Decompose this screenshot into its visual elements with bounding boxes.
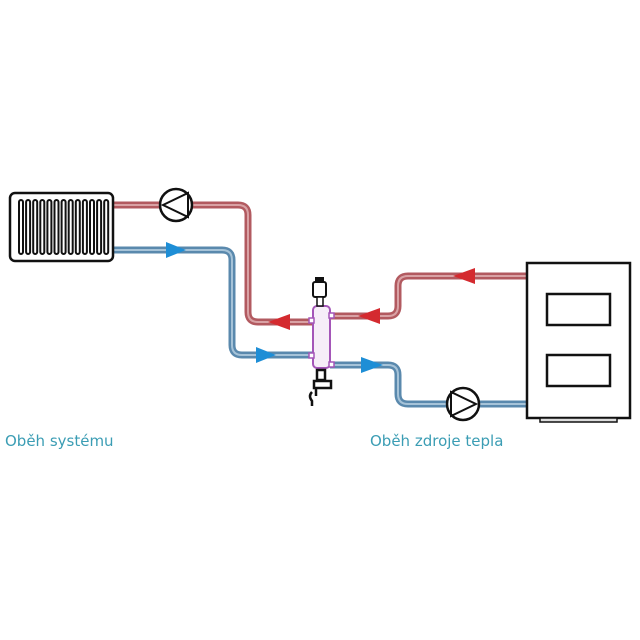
circulation-pump-icon — [445, 386, 481, 422]
drain-valve-icon — [308, 368, 333, 406]
radiator-fin — [53, 199, 60, 255]
radiator-fin — [67, 199, 74, 255]
air-vent-icon — [312, 277, 327, 307]
flow-arrow-right — [361, 357, 383, 373]
hydraulic-separator-icon — [308, 305, 335, 369]
hot-pipe-source — [330, 272, 527, 320]
radiator-icon — [8, 191, 115, 263]
boiler-icon — [525, 261, 632, 423]
radiator-fin — [103, 199, 110, 255]
cold-pipe-source-core — [330, 364, 527, 405]
hot-pipe-source-core — [330, 275, 527, 317]
cold-pipe-system — [113, 246, 312, 359]
source-circuit-label: Oběh zdroje tepla — [370, 432, 504, 450]
flow-arrow-right — [166, 242, 186, 258]
radiator-fin — [60, 199, 67, 255]
radiator-fin — [25, 199, 32, 255]
radiator-fin — [96, 199, 103, 255]
flow-arrow-right — [256, 347, 276, 363]
radiator-fin — [32, 199, 39, 255]
radiator-fin — [81, 199, 88, 255]
circulation-pump-icon — [158, 187, 194, 223]
radiator-fin — [46, 199, 53, 255]
flow-arrow-left — [268, 314, 290, 330]
flow-arrow-left — [358, 308, 380, 324]
cold-pipe-system-core — [113, 249, 312, 356]
radiator-fin — [39, 199, 46, 255]
hot-pipe-system — [113, 201, 312, 326]
hot-pipe-system-core — [113, 204, 312, 323]
cold-pipe-source — [330, 361, 527, 408]
flow-arrow-left — [453, 268, 475, 284]
radiator-fin — [89, 199, 95, 255]
radiator-fin — [18, 199, 24, 255]
system-circuit-label: Oběh systému — [5, 432, 114, 450]
radiator-fin — [74, 199, 81, 255]
